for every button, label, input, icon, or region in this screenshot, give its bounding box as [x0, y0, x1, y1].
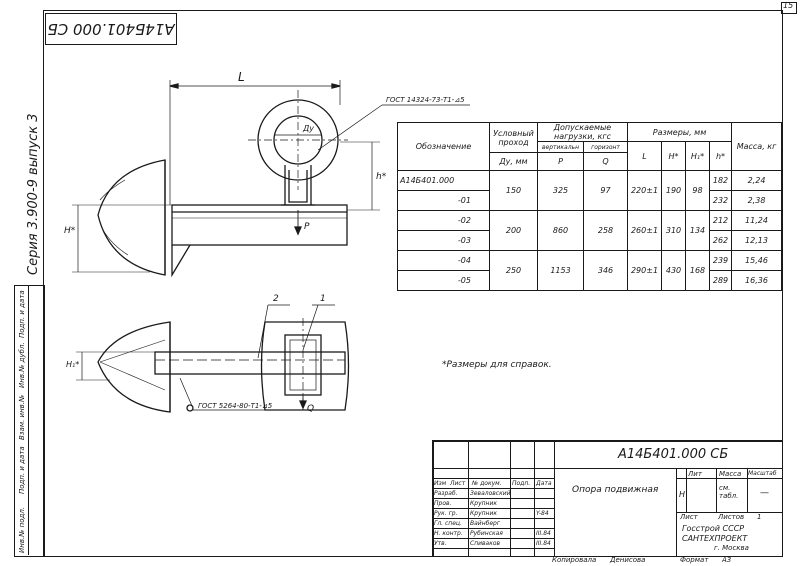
table-row: А14Б401.000 150 325 97 220±1 190 98 182 …: [397, 170, 782, 211]
table-row: -04 250 1153 346 290±1 430 168 239 15,46: [397, 250, 782, 291]
table-row: -02 200 860 258 260±1 310 134 212 11,24: [397, 210, 782, 251]
role-glspec: Гл. спец.: [434, 520, 462, 527]
sheets-label: Листов: [718, 513, 745, 521]
date-rukgr: Y-84: [536, 510, 549, 517]
side-stamp-frame: [14, 285, 45, 557]
mass-value: см. табл.: [719, 484, 739, 500]
name-prov: Крупник: [470, 500, 497, 507]
lit-label: Лит: [688, 470, 702, 478]
mass-label: Масса: [719, 470, 742, 478]
name-utv: Спиваков: [470, 540, 501, 547]
format-value: А3: [722, 556, 732, 564]
name-nkontr: Рубинская: [470, 530, 503, 537]
gost-top-label: ГОСТ 14324-73-Т1-⊿5: [386, 96, 465, 104]
org-line2: САНТЕХПРОЕКТ: [682, 534, 748, 543]
org-line3: г. Москва: [714, 544, 749, 552]
col-Q: Q: [583, 152, 628, 171]
col-horizontal: горизонт: [583, 141, 628, 153]
copied-label: Копировала: [552, 556, 597, 564]
format-label: Формат: [680, 556, 709, 564]
col-vertical: вертикальн: [537, 141, 584, 153]
col-designation: Обозначение: [397, 122, 490, 171]
col-date: Дата: [536, 480, 552, 487]
col-mass: Масса, кг: [731, 122, 782, 171]
page-number-box: [781, 2, 797, 14]
name-rukgr: Крупник: [470, 510, 497, 517]
spec-table: Обозначение Условный проход Допускаемые …: [397, 122, 782, 291]
role-utv: Утв.: [434, 540, 447, 547]
role-razrab: Разраб.: [434, 490, 458, 497]
table-row: -03 262 12,13: [397, 230, 782, 251]
table-row: -01 232 2,38: [397, 190, 782, 211]
role-prov: Пров.: [434, 500, 452, 507]
force-Q-label: Q: [307, 404, 315, 414]
copied-name: Денисова: [610, 556, 646, 564]
title-block: А14Б401.000 СБ Опора подвижная Изм Лист …: [432, 440, 782, 556]
col-H: H*: [661, 141, 686, 171]
reference-note: *Размеры для справок.: [442, 360, 552, 370]
col-P: P: [537, 152, 584, 171]
sheets-value: 1: [757, 513, 762, 521]
title-code: А14Б401.000 СБ: [618, 447, 729, 462]
col-sign: Подп.: [512, 480, 531, 487]
col-L: L: [627, 141, 662, 171]
col-sizes: Размеры, мм: [627, 122, 732, 142]
scale-value: —: [760, 488, 769, 498]
lit-value: Н: [679, 490, 686, 499]
col-loads: Допускаемые нагрузки, кгс: [537, 122, 628, 142]
pos-1-label: 1: [320, 294, 326, 304]
role-nkontr: Н. контр.: [434, 530, 463, 537]
col-H1: H₁*: [685, 141, 710, 171]
sheet-label: Лист: [680, 513, 698, 521]
dim-Dy-label: Ду: [303, 124, 314, 133]
side-stamp-divider: [28, 285, 29, 555]
col-dn: Условный проход: [489, 122, 538, 153]
dim-h-label: h*: [376, 172, 387, 182]
sheet-frame: [43, 10, 783, 557]
gost-bottom-label: ГОСТ 5264-80-Т1-⊿5: [198, 402, 273, 410]
title-name: Опора подвижная: [572, 485, 659, 495]
page-number: 15: [783, 1, 794, 10]
org-line1: Госстрой СССР: [682, 524, 745, 533]
col-doc: № докум.: [472, 480, 502, 487]
table-row: -05 289 16,36: [397, 270, 782, 291]
col-izm: Изм: [434, 480, 447, 487]
dim-H1-label: H₁*: [66, 360, 80, 369]
force-P-label: P: [304, 222, 310, 232]
date-nkontr: III.84: [536, 530, 551, 537]
col-dn-unit: Ду, мм: [489, 152, 538, 171]
name-razrab: Зеваловский: [470, 490, 511, 497]
col-list: Лист: [450, 480, 466, 487]
col-h: h*: [709, 141, 732, 171]
date-utv: III.84: [536, 540, 551, 547]
dim-H-label: H*: [64, 226, 76, 236]
role-rukgr: Рук. гр.: [434, 510, 458, 517]
dim-L-label: L: [238, 70, 245, 84]
scale-label: Масштаб: [748, 470, 777, 477]
name-glspec: Вайнберг: [470, 520, 500, 527]
pos-2-label: 2: [273, 294, 279, 304]
